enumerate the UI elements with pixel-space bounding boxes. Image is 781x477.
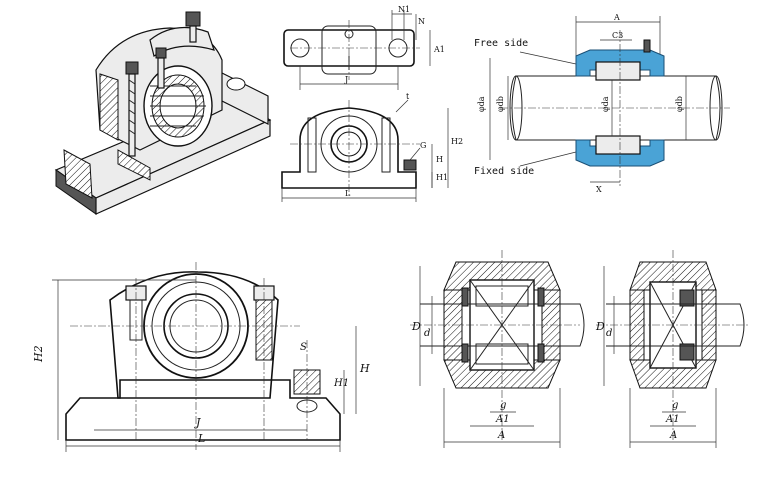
- label-H-top: H: [436, 155, 443, 164]
- label-d-right: d: [606, 328, 612, 339]
- label-H-bottom: H: [359, 362, 370, 375]
- label-A-top-right: A: [613, 13, 620, 22]
- label-H1-bottom: H1: [333, 378, 349, 389]
- label-g-right: g: [672, 400, 678, 411]
- label-C3: C3: [612, 31, 623, 40]
- section-view-free: D d g A1 A: [595, 250, 748, 448]
- shaft-installation-view: Free side Fixed side A C3 φda φdb φda φd…: [474, 13, 730, 194]
- bolt-head-left: [125, 61, 139, 75]
- label-A1-mid: A1: [495, 414, 510, 425]
- label-phi-db-left: φdb: [496, 96, 505, 112]
- label-L-bottom: L: [197, 432, 205, 445]
- label-H1-top: H1: [436, 173, 448, 182]
- label-A1-top: A1: [433, 45, 445, 54]
- label-N1: N1: [398, 5, 410, 14]
- section-view-fixed: D d g A1 A: [410, 250, 585, 448]
- fixed-side-label: Fixed side: [474, 166, 534, 177]
- label-G: G: [420, 141, 426, 150]
- label-D-mid: D: [411, 320, 421, 333]
- label-phi-da-mid: φda: [601, 96, 610, 112]
- label-S: S: [300, 342, 307, 353]
- free-side-label: Free side: [474, 38, 528, 49]
- label-J-bottom: J: [194, 416, 201, 429]
- label-t: t: [406, 92, 410, 101]
- label-g-mid: g: [500, 400, 506, 411]
- front-section-view: H2 J L H H1 S: [32, 262, 370, 452]
- label-H2-top: H2: [451, 137, 463, 146]
- label-X: X: [596, 185, 602, 194]
- label-N: N: [418, 17, 425, 26]
- label-D-right: D: [595, 320, 605, 333]
- label-d-mid: d: [424, 328, 430, 339]
- label-phi-da-left: φda: [477, 96, 486, 112]
- label-J-top: J: [344, 75, 348, 84]
- label-L-top: L: [345, 189, 351, 198]
- label-A1-right: A1: [665, 414, 680, 425]
- label-phi-db-right: φdb: [675, 96, 684, 112]
- label-H2-bottom: H2: [32, 345, 45, 363]
- isometric-cutaway-view: [54, 11, 272, 215]
- label-A-mid: A: [497, 430, 505, 441]
- label-A-right: A: [669, 430, 677, 441]
- elevation-view-outline: [281, 107, 417, 189]
- top-middle-views: N1 N A1 J t H2 H H1 G L: [281, 5, 463, 202]
- front-base: [65, 379, 341, 441]
- bolt-head-top: [185, 11, 201, 27]
